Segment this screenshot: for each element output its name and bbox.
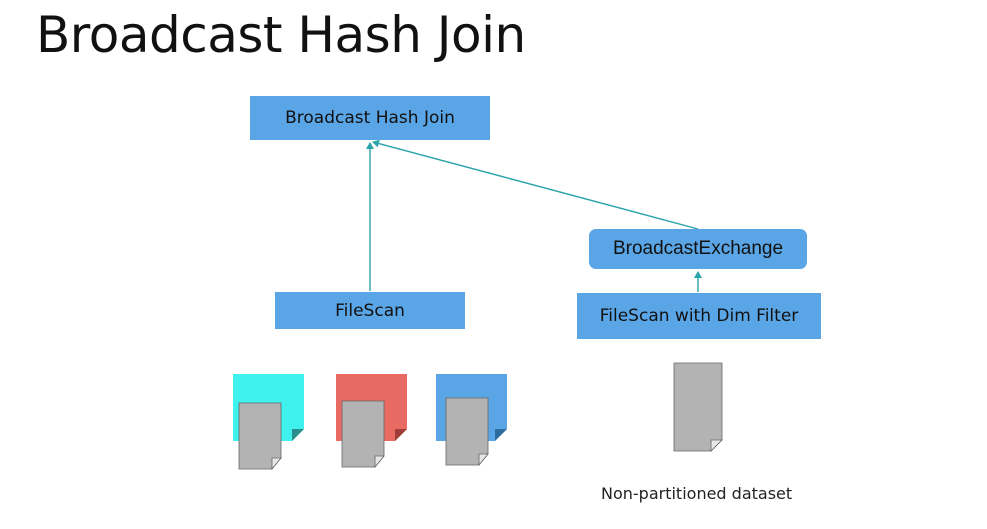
gray-file-icon [673, 362, 723, 452]
partition-file-cyan-fold [292, 429, 304, 441]
partition-file-group-3 [436, 374, 507, 467]
filescan-node: FileScan [275, 292, 465, 329]
edge-broadcast-exchange-to-broadcast-hash-join [372, 139, 699, 230]
partition-file-red-fold [395, 429, 407, 441]
non-partitioned-dataset-caption: Non-partitioned dataset [601, 484, 793, 503]
partition-file-group-1 [233, 374, 304, 471]
gray-file-icon-fold [710, 439, 723, 452]
slide-title: Broadcast Hash Join [36, 6, 526, 64]
gray-file-icon-fold [374, 455, 385, 469]
non-partitioned-file [673, 362, 723, 452]
filescan-dim-filter-node: FileScan with Dim Filter [577, 293, 821, 339]
partition-file-blue-fold [495, 429, 507, 441]
partition-file-group-2 [336, 374, 407, 469]
gray-file-icon-fold [478, 453, 489, 467]
gray-file-icon-fold [271, 457, 282, 471]
broadcast-hash-join-node: Broadcast Hash Join [250, 96, 490, 140]
broadcast-exchange-node: BroadcastExchange [589, 229, 807, 269]
